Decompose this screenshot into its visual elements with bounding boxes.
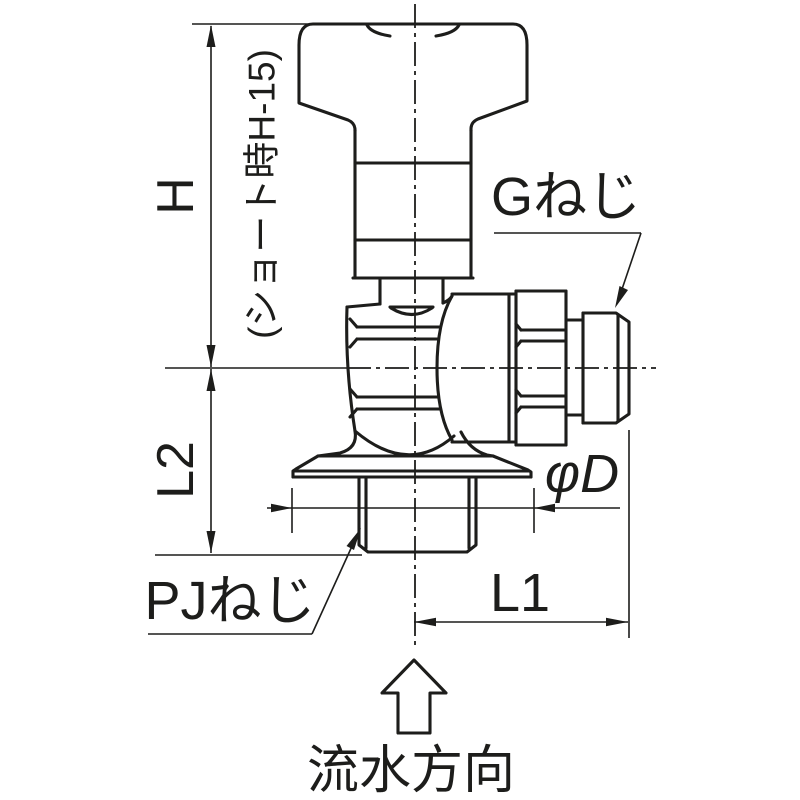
valve-bonnet bbox=[351, 128, 475, 306]
dimension-h bbox=[165, 23, 347, 369]
dimension-l2 bbox=[155, 369, 362, 556]
leader-pj-thread bbox=[148, 528, 361, 635]
label-h: H bbox=[147, 177, 205, 215]
flow-direction-arrow-icon bbox=[380, 658, 448, 735]
label-l1: L1 bbox=[490, 563, 550, 623]
g-thread-port bbox=[450, 289, 631, 447]
label-phi-d: φD bbox=[545, 444, 619, 504]
label-h-note: (ショート時H-15) bbox=[242, 49, 283, 339]
pj-thread-stud bbox=[357, 475, 478, 554]
label-flow-direction: 流水方向 bbox=[307, 742, 515, 800]
dimension-l1 bbox=[414, 430, 630, 638]
label-pj-thread: PJねじ bbox=[144, 571, 315, 631]
valve-handle bbox=[297, 22, 529, 133]
label-l2: L2 bbox=[147, 441, 205, 499]
leader-g-thread bbox=[494, 232, 642, 308]
valve-body bbox=[316, 294, 495, 458]
dimension-phi-d bbox=[267, 488, 620, 533]
label-g-thread: Gねじ bbox=[491, 167, 641, 227]
outlet-flange bbox=[291, 454, 533, 479]
